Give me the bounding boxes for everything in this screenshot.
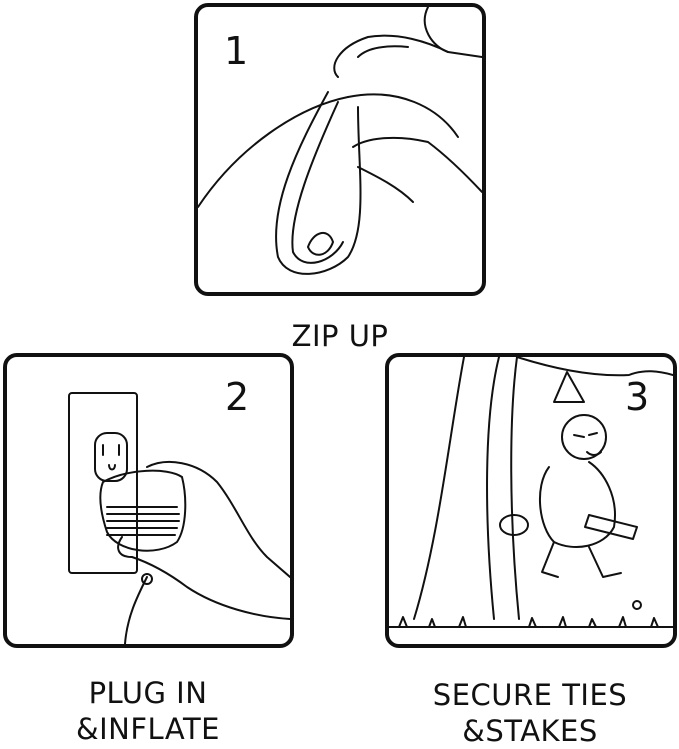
step-1-number: 1 <box>224 29 249 73</box>
step-3-panel: 3 <box>385 353 677 648</box>
step-3-caption-line-2: &STAKES <box>462 714 598 748</box>
step-3-number: 3 <box>625 375 650 419</box>
step-2-number: 2 <box>225 375 250 419</box>
step-3-caption-line-1: SECURE TIES <box>432 678 628 712</box>
step-2-caption-line-2: &INFLATE <box>76 712 220 746</box>
step-1-caption: ZIP UP <box>291 319 389 353</box>
step-2-caption-line-1: PLUG IN <box>88 676 208 710</box>
hands-zipping-bag-illustration <box>198 7 482 275</box>
step-1-panel: 1 <box>194 3 486 296</box>
plug-into-outlet-illustration <box>68 392 290 644</box>
witch-on-tree-illustration <box>389 357 673 628</box>
step-2-panel: 2 <box>3 353 294 648</box>
